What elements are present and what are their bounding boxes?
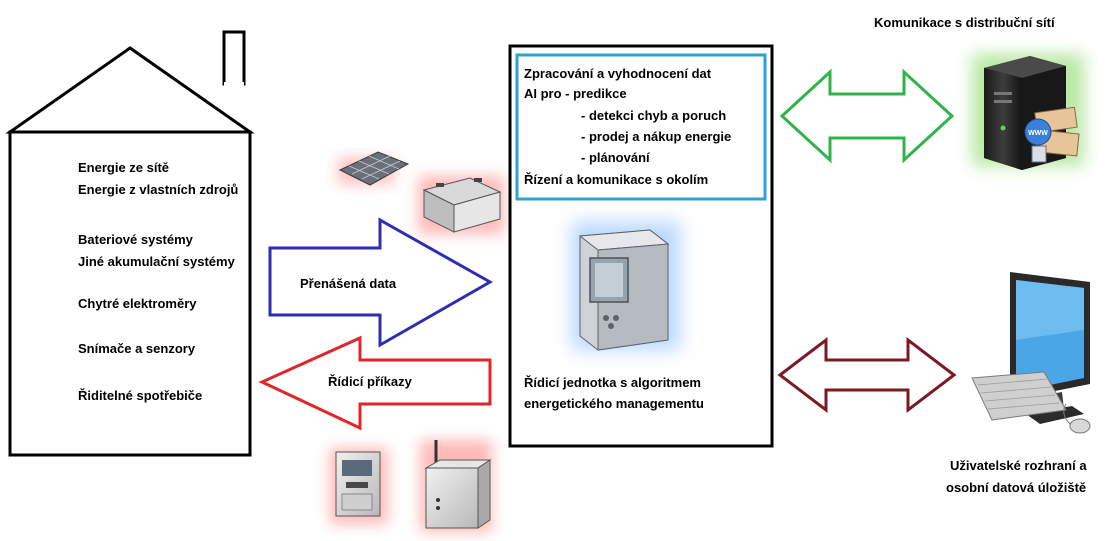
grid-server-label: Komunikace s distribuční sítí	[874, 15, 1055, 30]
control-center: Zpracování a vyhodnocení dat AI pro - pr…	[508, 44, 774, 448]
keyboard-icon	[971, 371, 1067, 421]
house-item-own-sources: Energie z vlastních zdrojů	[78, 182, 238, 197]
control-commands-label: Řídicí příkazy	[328, 374, 413, 389]
processing-line-6: Řízení a komunikace s okolím	[524, 172, 708, 187]
user-interface-arrow	[777, 336, 957, 414]
control-unit-label-2: energetického managementu	[524, 396, 704, 411]
sensor-antenna-icon	[420, 440, 492, 532]
house-item-controllable-appliances: Řiditelné spotřebiče	[78, 388, 202, 403]
house: Energie ze sítě Energie z vlastních zdro…	[5, 30, 255, 457]
control-unit-device-icon	[572, 222, 680, 351]
processing-line-2: AI pro - predikce	[524, 86, 627, 101]
transmitted-data-label: Přenášená data	[300, 276, 397, 291]
control-unit-label-1: Řídicí jednotka s algoritmem	[524, 375, 701, 390]
www-globe-icon: WWW	[1024, 106, 1080, 163]
solar-panel-icon	[338, 151, 410, 186]
battery-icon	[418, 176, 504, 234]
processing-box	[515, 53, 767, 201]
processing-line-4: - prodej a nákup energie	[581, 129, 731, 144]
house-roof	[5, 46, 255, 134]
house-item-grid-energy: Energie ze sítě	[78, 160, 169, 175]
user-pc-label-1: Uživatelské rozhraní a	[950, 458, 1087, 473]
desktop-computer-icon	[971, 272, 1091, 434]
house-item-smart-meters: Chytré elektroměry	[78, 296, 197, 311]
house-chimney	[222, 30, 246, 86]
control-commands-arrow: Řídicí příkazy	[258, 335, 492, 431]
server-icon: WWW	[972, 54, 1084, 170]
house-item-battery-systems: Bateriové systémy	[78, 232, 194, 247]
electricity-meter-icon	[330, 448, 388, 524]
house-item-sensors: Snímače a senzory	[78, 341, 196, 356]
house-body	[8, 130, 252, 457]
processing-line-3: - detekci chyb a poruch	[581, 108, 726, 123]
www-badge: WWW	[1028, 130, 1048, 137]
processing-line-1: Zpracování a vyhodnocení dat	[524, 66, 712, 81]
user-pc-label-2: osobní datová úložiště	[946, 480, 1086, 495]
house-item-other-storage: Jiné akumulační systémy	[78, 254, 236, 269]
processing-line-5: - plánování	[581, 150, 650, 165]
mouse-icon	[1063, 403, 1091, 434]
transmitted-data-arrow: Přenášená data	[268, 217, 494, 348]
grid-communication-arrow	[779, 68, 955, 164]
